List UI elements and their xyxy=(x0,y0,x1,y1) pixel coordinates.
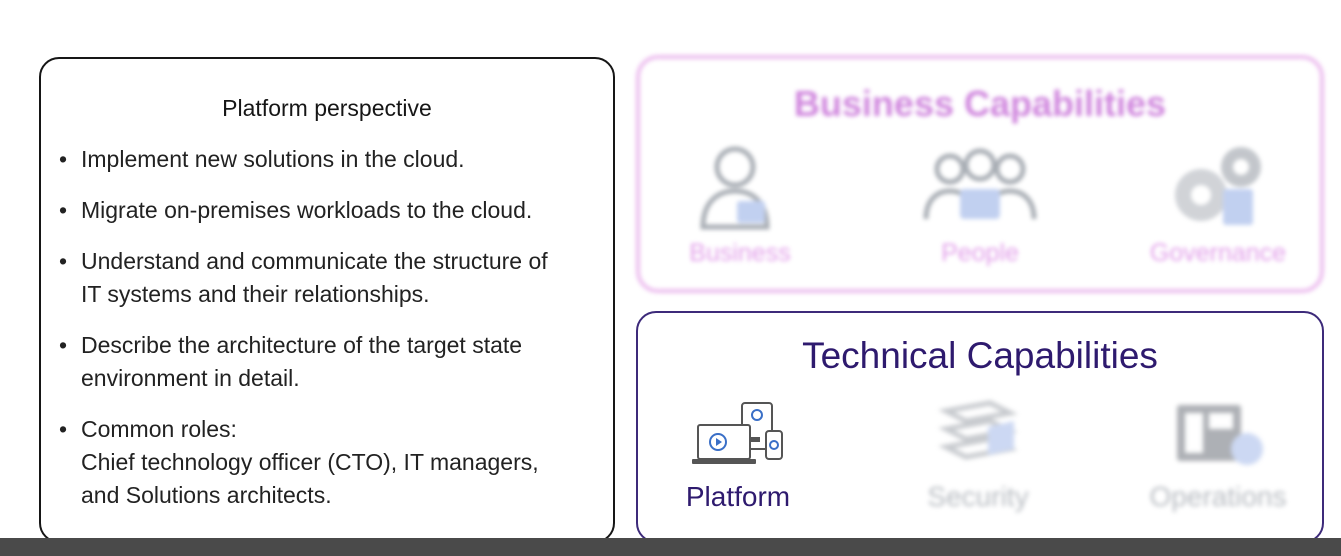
bullet-text: IT systems and their relationships. xyxy=(81,281,430,307)
capability-people: People xyxy=(880,143,1080,267)
people-group-icon xyxy=(880,143,1080,231)
capability-operations: Operations xyxy=(1118,399,1318,512)
technical-capabilities-card: Technical Capabilities Platform xyxy=(636,311,1324,543)
operations-dashboard-icon xyxy=(1118,399,1318,473)
business-capabilities-title: Business Capabilities xyxy=(793,83,1167,124)
capability-label: Business xyxy=(689,239,791,267)
business-capabilities-card: Business Capabilities Business People xyxy=(636,55,1324,293)
capability-label: Governance xyxy=(1149,239,1287,267)
capability-label: Security xyxy=(927,481,1029,512)
capability-label: Platform xyxy=(685,481,791,512)
card-title: Platform perspective xyxy=(222,95,432,121)
bullet-text: environment in detail. xyxy=(81,365,300,391)
bullet-text: and Solutions architects. xyxy=(81,482,332,508)
video-controls-bar xyxy=(0,538,1341,556)
business-person-icon xyxy=(640,143,840,231)
governance-gears-icon xyxy=(1118,143,1318,231)
capability-label: People xyxy=(941,239,1019,267)
bullet-list: Implement new solutions in the cloud. Mi… xyxy=(59,143,603,530)
bullet-text: Common roles: xyxy=(81,416,237,442)
technical-capabilities-title: Technical Capabilities xyxy=(802,335,1158,376)
capability-governance: Governance xyxy=(1118,143,1318,267)
bullet-text: Implement new solutions in the cloud. xyxy=(81,146,465,172)
capability-label: Operations xyxy=(1149,481,1287,512)
bullet-item: Migrate on-premises workloads to the clo… xyxy=(59,194,603,227)
platform-perspective-card: Platform perspective Implement new solut… xyxy=(39,57,615,543)
bullet-text: Chief technology officer (CTO), IT manag… xyxy=(81,449,539,475)
capability-security: Security xyxy=(878,399,1078,512)
bullet-text: Describe the architecture of the target … xyxy=(81,332,523,358)
bullet-item: Common roles: Chief technology officer (… xyxy=(59,413,603,512)
devices-platform-icon xyxy=(638,399,838,469)
bullet-text: Migrate on-premises workloads to the clo… xyxy=(81,197,533,223)
bullet-item: Implement new solutions in the cloud. xyxy=(59,143,603,176)
security-layers-icon xyxy=(878,399,1078,473)
capability-business: Business xyxy=(640,143,840,267)
bullet-text: Understand and communicate the structure… xyxy=(81,248,548,274)
bullet-item: Understand and communicate the structure… xyxy=(59,245,603,311)
bullet-item: Describe the architecture of the target … xyxy=(59,329,603,395)
capability-platform: Platform xyxy=(638,399,838,512)
